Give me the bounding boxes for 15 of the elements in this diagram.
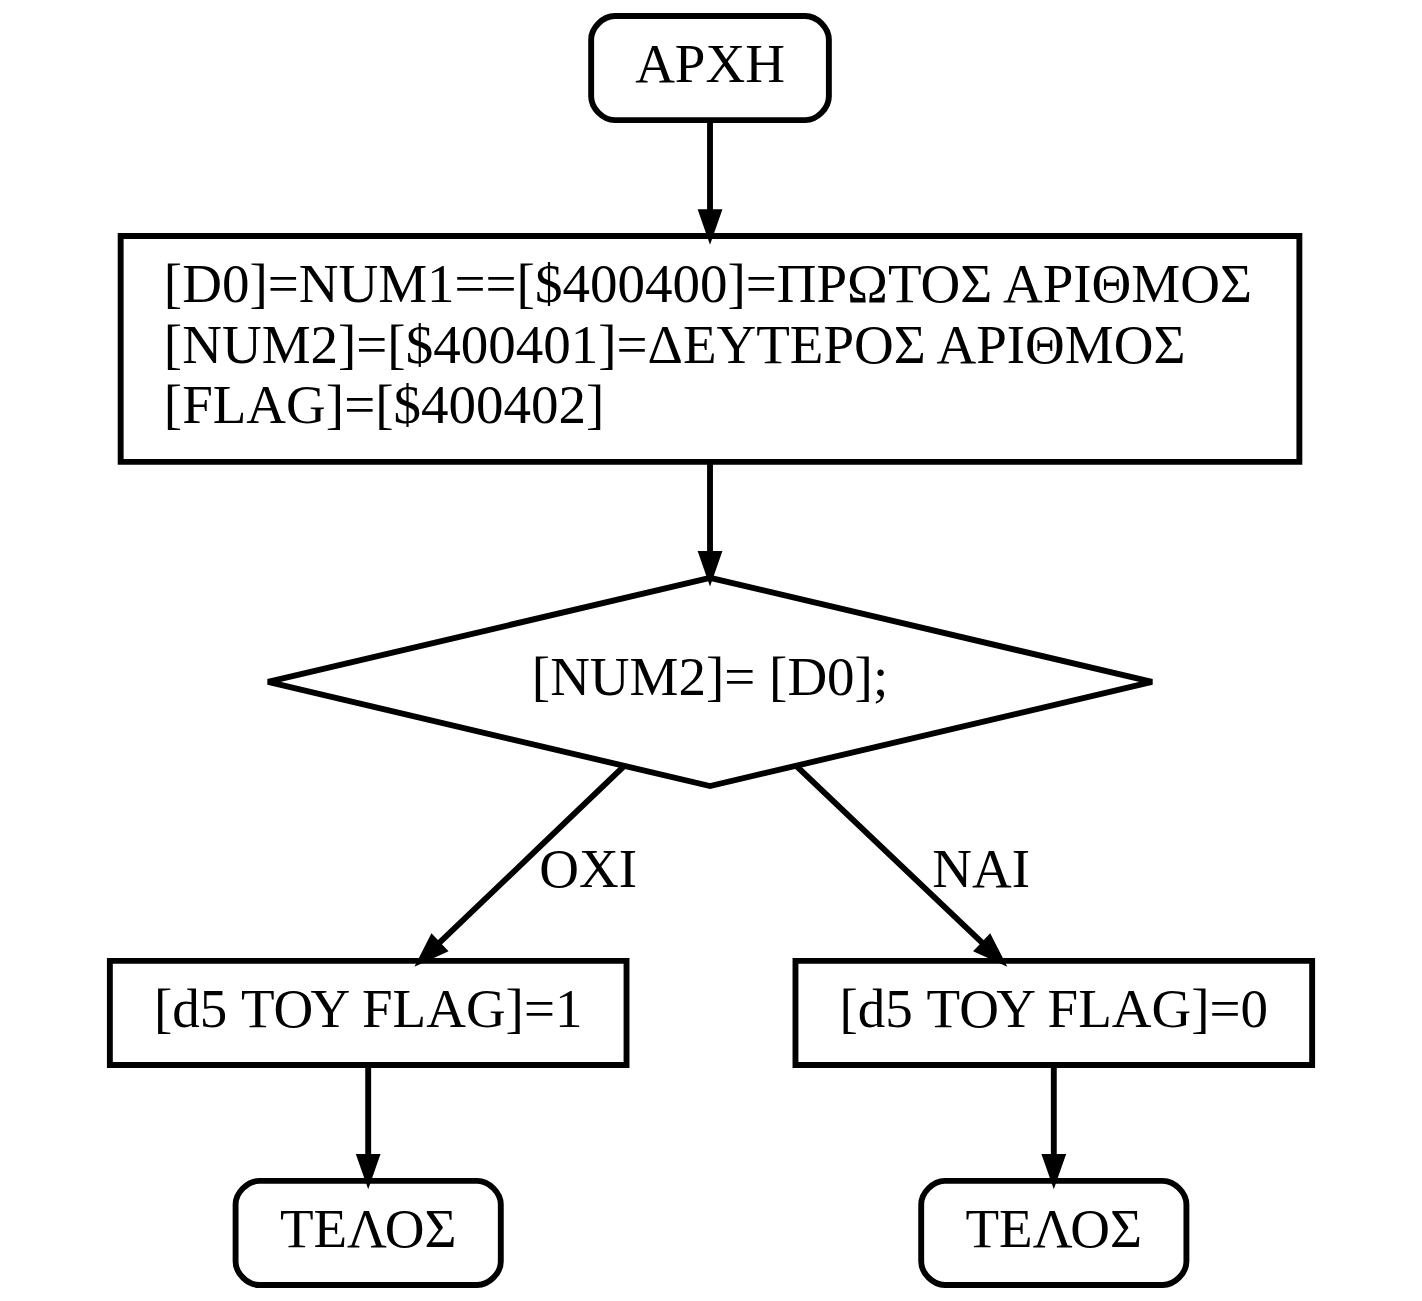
arrow — [1041, 1065, 1067, 1190]
node-box: [d5 ΤΟΥ FLAG]=0 — [792, 957, 1316, 1068]
arrow — [414, 764, 626, 967]
node-box: [d5 ΤΟΥ FLAG]=1 — [106, 957, 630, 1068]
node-diamond: [NUM2]= [D0]; — [265, 574, 1155, 790]
node-box: ΤΕΛΟΣ — [232, 1177, 504, 1288]
arrow — [794, 764, 1008, 967]
edge-label: ΟΧΙ — [539, 838, 638, 900]
arrow — [697, 462, 723, 587]
arrow — [697, 120, 723, 245]
edge-label: ΝΑΙ — [932, 838, 1030, 900]
node-box: ΑΡΧΗ — [588, 13, 832, 124]
arrow — [355, 1065, 381, 1190]
node-box: [D0]=NUM1==[$400400]=ΠΡΩΤΟΣ ΑΡΙΘΜΟΣ [NUM2]=[$400401]=ΔΕΥΤΕΡΟΣ ΑΡΙΘΜΟΣ [FLAG]=[$400402] — [117, 233, 1303, 465]
node-box: ΤΕΛΟΣ — [918, 1177, 1190, 1288]
